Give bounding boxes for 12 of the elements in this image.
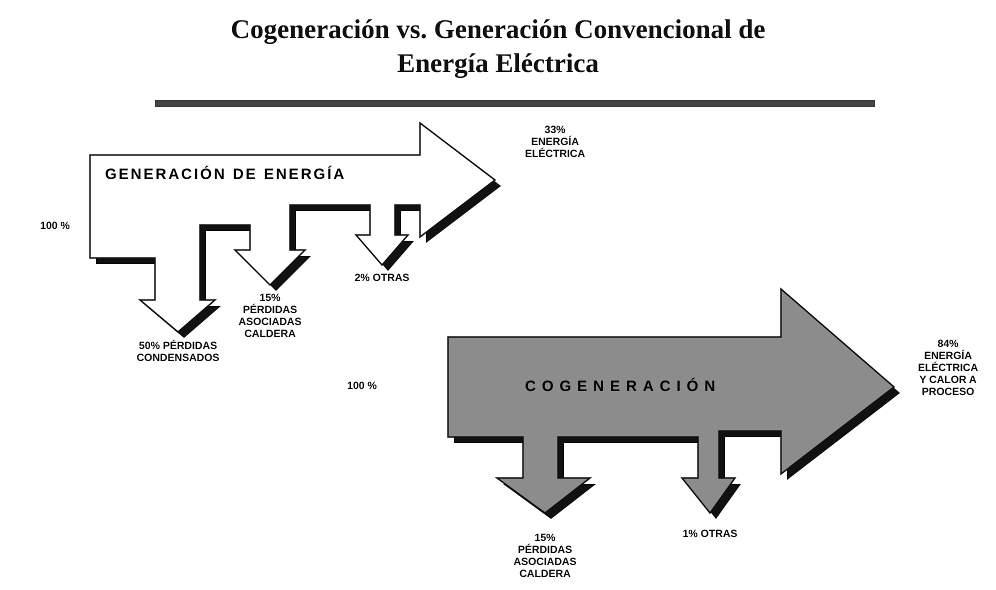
output-percentage-label: 33% ENERGÍA ELÉCTRICA: [524, 124, 586, 160]
output-percentage-label: 15% PÉRDIDAS ASOCIADAS CALDERA: [512, 532, 578, 580]
arrow-label: GENERACIÓN DE ENERGÍA: [105, 166, 346, 183]
output-percentage-label: 84% ENERGÍA ELÉCTRICA Y CALOR A PROCESO: [916, 338, 980, 398]
output-percentage-label: 2% OTRAS: [354, 272, 410, 284]
title: Cogeneración vs. Generación Convencional de Energía Eléctrica: [230, 13, 766, 80]
output-percentage-label: 100 %: [346, 380, 378, 392]
output-percentage-label: 15% PÉRDIDAS ASOCIADAS CALDERA: [237, 292, 302, 340]
arrow-label: COGENERACIÓN: [525, 378, 722, 395]
output-percentage-label: 100 %: [39, 220, 71, 232]
output-percentage-label: 50% PÉRDIDAS CONDENSADOS: [136, 340, 220, 364]
output-percentage-label: 1% OTRAS: [682, 528, 738, 540]
